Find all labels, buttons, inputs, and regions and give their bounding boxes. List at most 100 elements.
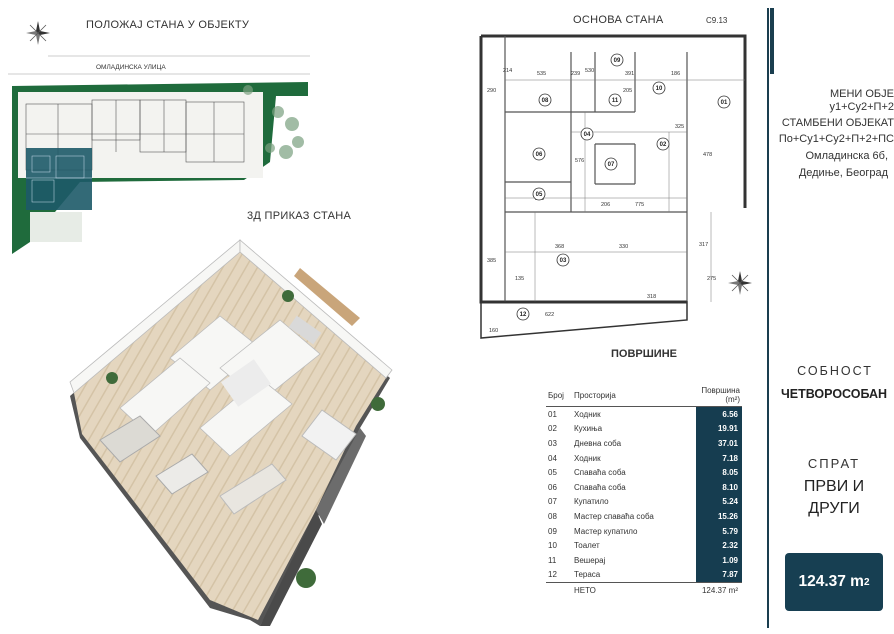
room-marker: 01 [721, 100, 728, 106]
dimension-label: 318 [647, 294, 656, 300]
row-room: Дневна соба [574, 438, 622, 448]
building-info-line6: Дедиње, Београд [798, 167, 888, 179]
row-room: Мастер спаваћа соба [574, 511, 654, 521]
row-room: Спаваћа соба [574, 482, 626, 492]
room-marker-circle [656, 137, 670, 151]
room-marker-circle [604, 157, 618, 171]
dimension-label: 205 [623, 88, 632, 94]
dimension-label: 368 [555, 244, 564, 250]
ownership-label: СОБНОСТ [797, 364, 873, 378]
right-panel-top [770, 8, 894, 74]
row-room: Вешерај [574, 555, 606, 565]
compass-icon [26, 21, 50, 45]
floor-value-line2: ДРУГИ [808, 500, 860, 517]
floor-label: СПРАТ [807, 456, 861, 471]
row-area: 5.24 [696, 494, 742, 510]
floor-value-line1: ПРВИ И [803, 478, 865, 495]
room-marker: 11 [612, 98, 619, 104]
dimension-label: 206 [601, 202, 610, 208]
building-info-line5: Омладинска 6б, [805, 150, 889, 162]
row-room: Ходник [574, 453, 601, 463]
row-area: 7.18 [696, 450, 742, 466]
section-mark: С9.13 [706, 16, 728, 25]
floor-plan-heading: ОСНОВА СТАНА [573, 14, 664, 26]
table-row: 07 Купатило 5.24 [546, 494, 742, 510]
row-area: 6.56 [696, 406, 742, 422]
room-marker-circle [580, 127, 594, 141]
dimension-label: 239 [571, 71, 580, 77]
room-marker-circle [538, 93, 552, 107]
row-no: 05 [548, 468, 557, 478]
row-room: Ходник [574, 409, 601, 419]
row-area: 8.05 [696, 465, 742, 480]
total-value: 124.37 m² [696, 582, 742, 598]
row-area: 8.10 [696, 479, 742, 495]
room-marker: 04 [584, 132, 591, 138]
row-room: Спаваћа соба [574, 468, 626, 478]
table-row: 03 Дневна соба 37.01 [546, 436, 742, 451]
dimension-label: 160 [489, 328, 498, 334]
total-label: НЕТО [572, 582, 696, 598]
floor-value: ПРВИ И ДРУГИ [776, 476, 892, 520]
room-marker: 07 [608, 162, 615, 168]
right-panel-divider [767, 8, 769, 628]
row-no: 10 [548, 541, 557, 551]
building-info-line4: По+Су1+Су2+П+2+ПС [778, 133, 894, 145]
dimension-label: 385 [487, 258, 496, 264]
row-room: Тераса [574, 570, 601, 580]
dimension-label: 186 [671, 71, 680, 77]
room-marker: 06 [536, 152, 543, 158]
room-marker-circle [610, 53, 624, 67]
building-info-line1: МЕНИ ОБЈЕ [829, 88, 894, 100]
dimension-label: 576 [575, 158, 584, 164]
room-marker-circle [556, 253, 570, 267]
row-area: 2.32 [696, 538, 742, 553]
row-area: 37.01 [696, 436, 742, 451]
row-no: 09 [548, 526, 557, 536]
building-info-line2: у1+Су2+П+2 [829, 101, 894, 113]
dimension-label: 535 [537, 71, 546, 77]
compass-icon [728, 271, 752, 295]
row-no: 02 [548, 424, 557, 434]
room-marker-circle [532, 187, 546, 201]
dimension-label: 135 [515, 276, 524, 282]
row-no: 12 [548, 570, 557, 580]
room-marker: 08 [542, 98, 549, 104]
room-marker: 05 [536, 192, 543, 198]
dimension-label: 275 [707, 276, 716, 282]
view-3d-heading: 3Д ПРИКАЗ СТАНА [247, 210, 352, 222]
room-marker: 03 [560, 258, 567, 264]
row-no: 03 [548, 438, 557, 448]
room-marker-circle [717, 95, 731, 109]
ownership-value: ЧЕТВОРОСОБАН [780, 387, 888, 401]
room-marker-circle [652, 81, 666, 95]
row-room: Мастер купатило [574, 526, 638, 536]
dimension-label: 478 [703, 152, 712, 158]
room-marker: 09 [614, 58, 621, 64]
row-no: 07 [548, 497, 557, 507]
room-marker-circle [532, 147, 546, 161]
apartment-3d-view [60, 228, 420, 628]
room-marker: 02 [660, 142, 667, 148]
header-no: Број [546, 385, 572, 407]
site-plan: ОМЛАДИНСКА УЛИЦА [8, 52, 310, 258]
site-position-heading: ПОЛОЖАЈ СТАНА У ОБЈЕКТУ [86, 19, 250, 31]
row-room: Купатило [574, 497, 609, 507]
room-marker-circle [516, 307, 530, 321]
dimension-label: 290 [487, 88, 496, 94]
row-area: 19.91 [696, 421, 742, 437]
row-no: 08 [548, 511, 557, 521]
dimension-label: 317 [699, 242, 708, 248]
